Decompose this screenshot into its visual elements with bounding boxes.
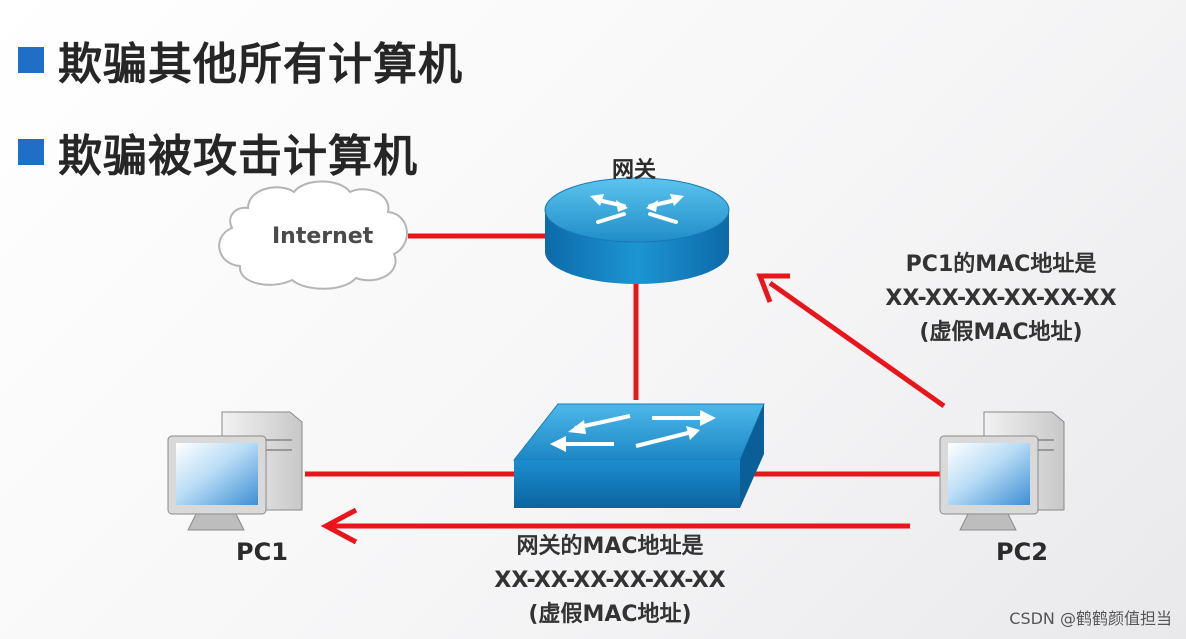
pc2-label: PC2 <box>996 538 1048 566</box>
links <box>305 233 940 477</box>
bullet-item-1: 欺骗其他所有计算机 <box>18 30 463 90</box>
pc2-icon <box>939 411 1065 531</box>
annotation-bottom-line3: (虚假MAC地址) <box>528 602 692 627</box>
arrow-pc2-to-gateway <box>768 280 946 409</box>
bullet-item-2: 欺骗被攻击计算机 <box>18 122 418 182</box>
pc1-label: PC1 <box>236 538 288 566</box>
arrow-head-pc1-icon <box>320 507 358 545</box>
cloud-icon <box>218 180 408 290</box>
annotation-bottom-line1: 网关的MAC地址是 <box>516 534 704 559</box>
bullet-square-icon <box>18 47 44 73</box>
annotation-right-line1: PC1的MAC地址是 <box>905 252 1097 277</box>
bullet-text: 欺骗其他所有计算机 <box>58 39 463 90</box>
annotation-right-line2: XX-XX-XX-XX-XX-XX <box>885 286 1117 311</box>
pc1-icon <box>167 411 303 531</box>
arrow-head-gateway-icon <box>756 273 790 303</box>
router-icon <box>544 177 730 284</box>
annotation-bottom: 网关的MAC地址是 XX-XX-XX-XX-XX-XX (虚假MAC地址) <box>472 530 748 632</box>
annotation-right: PC1的MAC地址是 XX-XX-XX-XX-XX-XX (虚假MAC地址) <box>866 248 1136 350</box>
spoof-arrows <box>320 273 946 545</box>
bullet-square-icon <box>18 139 44 165</box>
bullet-text: 欺骗被攻击计算机 <box>58 131 418 182</box>
internet-label: Internet <box>272 224 374 249</box>
watermark: CSDN @鹤鹤颜值担当 <box>1009 609 1172 628</box>
annotation-bottom-line2: XX-XX-XX-XX-XX-XX <box>494 568 726 593</box>
switch-icon <box>512 403 765 508</box>
annotation-right-line3: (虚假MAC地址) <box>919 320 1083 345</box>
gateway-label: 网关 <box>612 158 657 183</box>
